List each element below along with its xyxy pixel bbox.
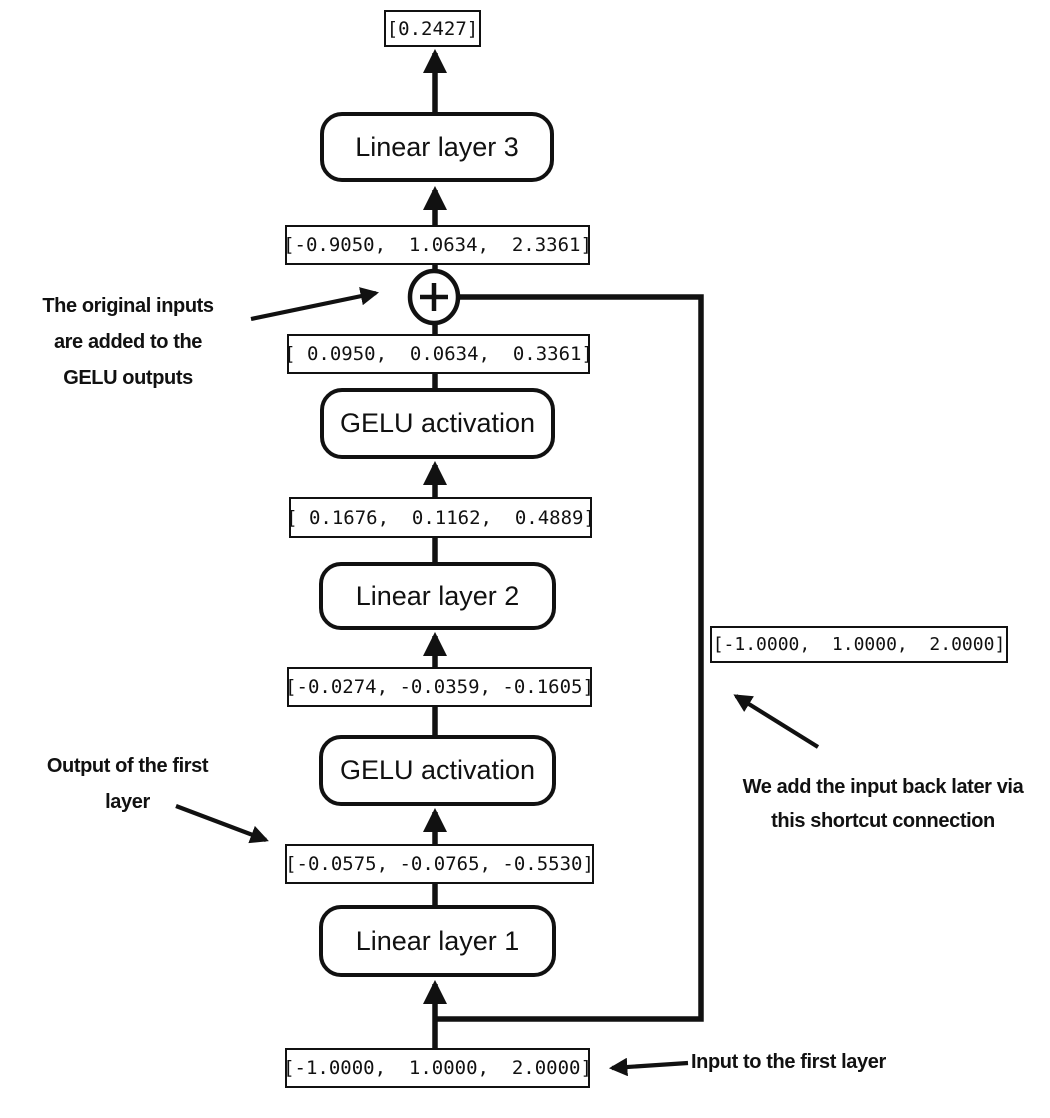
shortcut-connector [435, 294, 704, 1022]
linear2-output-value: [ 0.1676, 0.1162, 0.4889] [286, 497, 595, 538]
annotation-arrow-to-plus [250, 287, 380, 322]
shortcut-note: We add the input back later via this sho… [742, 776, 1024, 832]
final-output-value: [0.2427] [384, 10, 481, 47]
annotation-arrow-to-shortcut [733, 694, 820, 749]
residual-add-note: The original inputs are added to the GEL… [42, 295, 214, 389]
linear1-output-value: [-0.0575, -0.0765, -0.5530] [285, 844, 594, 884]
linear-layer-2-box: Linear layer 2 [319, 562, 556, 630]
plus-icon [420, 283, 448, 311]
linear-layer-1-box: Linear layer 1 [319, 905, 556, 977]
input-note: Input to the first layer [691, 1051, 886, 1073]
input-value: [-1.0000, 1.0000, 2.0000] [283, 1048, 592, 1088]
first-layer-output-note: Output of the first layer [46, 755, 209, 813]
linear-layer-3-box: Linear layer 3 [320, 112, 554, 182]
gelu1-input-value: [-0.0274, -0.0359, -0.1605] [285, 667, 594, 707]
residual-sum-value: [-0.9050, 1.0634, 2.3361] [283, 225, 592, 265]
shortcut-value: [-1.0000, 1.0000, 2.0000] [710, 626, 1008, 663]
gelu2-output-value: [ 0.0950, 0.0634, 0.3361] [284, 334, 593, 374]
annotation-arrow-to-linear1-output [175, 804, 269, 844]
gelu-activation-1-box: GELU activation [319, 735, 556, 806]
add-node [407, 268, 461, 326]
annotation-arrow-to-input [608, 1057, 689, 1077]
gelu-activation-2-box: GELU activation [320, 388, 555, 459]
